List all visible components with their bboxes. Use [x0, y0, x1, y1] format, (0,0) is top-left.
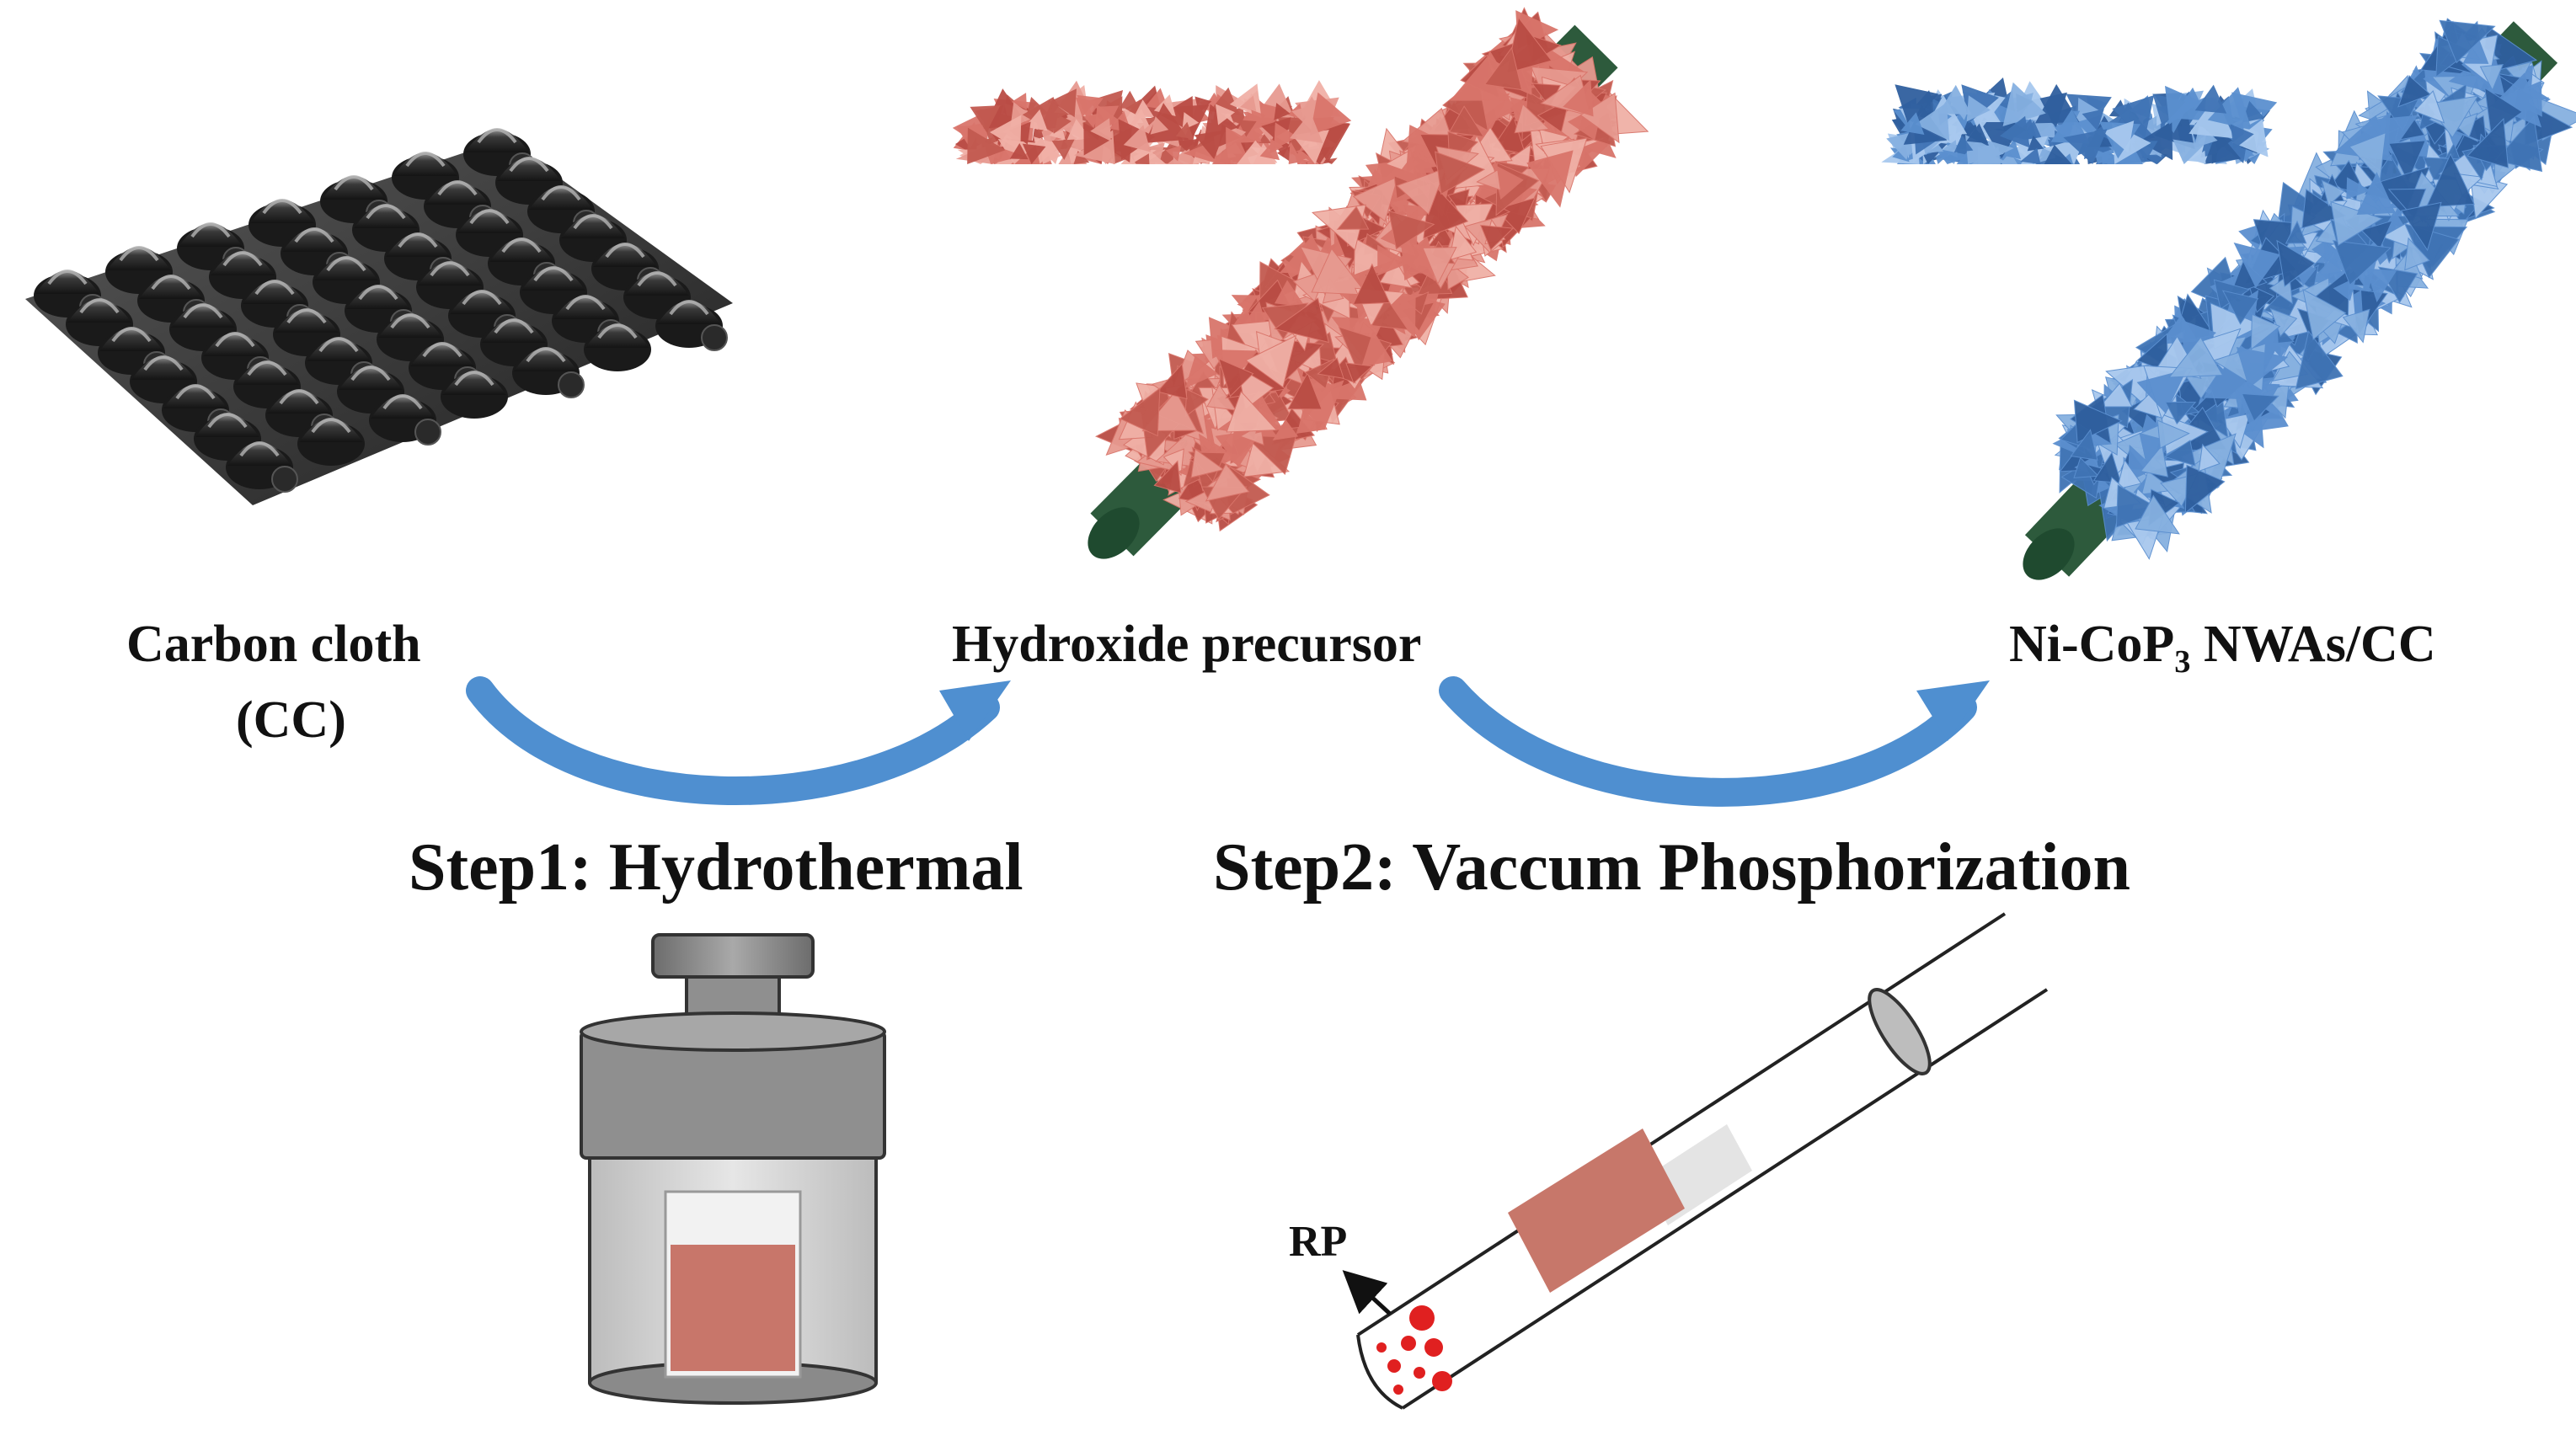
phosphide-nanosheet-rod: [2023, 18, 2576, 580]
hydroxide-nanosheet-rod: [1088, 7, 1649, 559]
vacuum-quartz-tube-icon: [1342, 912, 2049, 1410]
phosphide-nanosheets: [2052, 18, 2576, 560]
step2-label: Step2: Vaccum Phosphorization: [1213, 830, 2130, 904]
process-arrow-step1: [466, 676, 1011, 805]
carbon-cloth-label: Carbon cloth: [126, 616, 421, 673]
product-label: Ni-CoP3 NWAs/CC: [2009, 615, 2436, 680]
hydroxide-precursor-label: Hydroxide precursor: [952, 616, 1422, 673]
rp-pointer-arrow: [1342, 1270, 1392, 1315]
product-label-subscript: 3: [2174, 644, 2191, 680]
step1-label: Step1: Hydrothermal: [409, 830, 1023, 904]
hydroxide-nanosheets: [1094, 7, 1649, 532]
carbon-cloth-weave-bumps: [34, 128, 728, 493]
rp-label: RP: [1289, 1218, 1348, 1266]
phosphide-sheets-inset: [1881, 77, 2278, 164]
product-label-prefix: Ni-CoP: [2009, 616, 2175, 673]
carbon-cloth-abbrev-label: (CC): [236, 691, 346, 749]
carbon-cloth-mat: [25, 128, 733, 505]
hydrothermal-autoclave-icon: [580, 933, 886, 1405]
red-phosphorus-particles: [1376, 1305, 1452, 1395]
phosphide-rod-end-cap: [2023, 528, 2075, 580]
hydroxide-sheets-inset: [952, 80, 1352, 164]
product-label-suffix: NWAs/CC: [2190, 616, 2436, 673]
process-arrow-step2: [1439, 676, 1990, 807]
hydroxide-rod-end-cap: [1088, 507, 1140, 559]
